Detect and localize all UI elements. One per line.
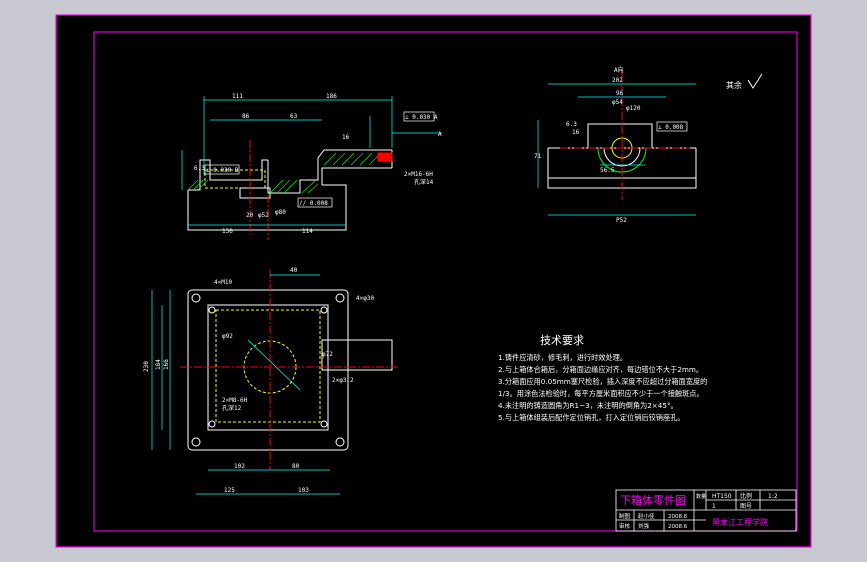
roughness-other-label: 其余 <box>726 80 742 90</box>
drawing-name: 下箱体零件图 <box>620 493 686 507</box>
check-label: 审核 <box>619 522 631 530</box>
side-view-labels: A向 202 96 φ54 φ120 56.5 71 16 6.3 P52 ⊥ … <box>534 66 763 224</box>
dim-136: 136 <box>222 228 233 235</box>
dim-20: 20 <box>246 212 254 219</box>
dim-103: 103 <box>298 487 309 494</box>
drawing-border <box>93 31 798 532</box>
tech-requirements-title: 技术要求 <box>540 334 584 347</box>
dim-230: 230 <box>143 361 150 372</box>
dim-166: 166 <box>163 359 170 370</box>
datum-A: A <box>438 131 442 138</box>
check-date: 2008.6 <box>668 524 688 530</box>
title-block-text: 下箱体零件图 HT150 比例 1:2 数量 1 图号 制图 赵小佳 2008.… <box>619 492 778 530</box>
thread-note: 2×M16-6H <box>404 171 433 178</box>
top-view-labels: 4×M10 40 4×φ30 φ92 φ72 2×M8-6H 孔深12 2×φ3… <box>143 267 374 494</box>
dim-phi72: φ72 <box>322 351 333 358</box>
ratio-value: 1:2 <box>768 493 778 500</box>
dim-96: 96 <box>616 90 624 97</box>
label-2xM8-depth: 孔深12 <box>222 404 242 412</box>
qty-value: 1 <box>712 503 716 510</box>
dim-114: 114 <box>302 228 313 235</box>
dim-71: 71 <box>534 153 542 160</box>
ratio-label: 比例 <box>740 492 752 500</box>
dim-186: 186 <box>326 93 337 100</box>
dim-56-5: 56.5 <box>600 167 615 174</box>
tech-item-3b: 1/3。用涂色法检验时，每平方厘米面积应不少于一个接触斑点。 <box>498 389 704 398</box>
drawing-sheet <box>55 14 812 548</box>
gdt-perp-A: ⊥ 0.030 A <box>405 114 438 121</box>
dim-80: 80 <box>292 463 300 470</box>
dim-184: 184 <box>155 359 162 370</box>
title-block <box>615 489 797 532</box>
check-person: 刘强 <box>638 522 650 530</box>
gdt-side: ⊥ 0.008 <box>658 124 684 131</box>
label-4xphi30: 4×φ30 <box>356 295 374 302</box>
roughness-symbol-icon <box>747 73 763 89</box>
dim-111: 111 <box>232 93 243 100</box>
dim-16-side: 16 <box>572 129 580 136</box>
tech-requirements: 技术要求 1.铸件应清砂，修毛刺，进行时效处理。 2.与上箱体合箱后，分箱面边缘… <box>498 334 707 422</box>
qty-label: 数量 <box>696 493 706 500</box>
label-2xM8: 2×M8-6H <box>222 397 248 404</box>
dim-102: 102 <box>234 463 245 470</box>
top-view-dimensions <box>151 274 340 495</box>
dim-phi120: φ120 <box>626 105 641 112</box>
draw-person: 赵小佳 <box>638 512 655 520</box>
dim-86: 86 <box>242 113 250 120</box>
dim-40: 40 <box>290 267 298 274</box>
tech-item-1: 1.铸件应清砂，修毛刺，进行时效处理。 <box>498 353 627 362</box>
side-view-dimensions <box>537 83 696 216</box>
tech-item-2: 2.与上箱体合箱后，分箱面边缘应对齐，每边错位不大于2mm。 <box>498 365 703 374</box>
material: HT150 <box>712 493 732 500</box>
dim-P52: P52 <box>616 217 627 224</box>
side-view <box>547 70 697 200</box>
label-2xphi3-2: 2×φ3.2 <box>332 377 354 384</box>
dim-phi52: φ52 <box>258 212 269 219</box>
tech-item-3: 3.分箱面应用0.05mm塞尺检验，插入深度不应超过分箱面宽度的 <box>498 377 707 386</box>
dim-125: 125 <box>224 487 235 494</box>
gdt-perp-B: ⊥ 0.030 B <box>206 167 239 174</box>
tech-item-4: 4.未注明的铸造圆角为R1~3，未注明的倒角为2×45°。 <box>498 401 678 410</box>
view-label-A: A向 <box>614 66 624 74</box>
school-name: 黑龙江工程学院 <box>712 517 768 527</box>
draw-date: 2008.6 <box>668 514 688 520</box>
dim-phi80: φ80 <box>275 209 286 216</box>
front-view-dimensions <box>181 96 442 226</box>
roughness-6-3: 6.3 <box>194 165 205 172</box>
front-view-labels: 111 186 86 63 136 114 16 6.3 20 φ52 φ80 … <box>194 93 442 235</box>
tech-item-5: 5.与上箱体组装后配作定位销孔，打入定位销后铰销座孔。 <box>498 413 685 422</box>
roughness-side: 6.3 <box>566 121 577 128</box>
dim-16: 16 <box>342 134 350 141</box>
label-4xM10: 4×M10 <box>214 279 232 286</box>
gdt-parallel: // 0.008 <box>299 200 328 207</box>
dim-63: 63 <box>290 113 298 120</box>
draw-label: 制图 <box>619 512 631 520</box>
dim-202: 202 <box>612 77 623 84</box>
drawing-no-label: 图号 <box>740 503 752 510</box>
dim-phi54: φ54 <box>612 99 623 106</box>
front-view <box>187 140 393 240</box>
thread-depth: 孔深14 <box>414 178 434 186</box>
top-view <box>180 270 400 470</box>
front-view-gdt: ⊥ 0.030 A ⊥ 0.030 B // 0.008 <box>204 111 438 208</box>
dim-phi92: φ92 <box>222 333 233 340</box>
